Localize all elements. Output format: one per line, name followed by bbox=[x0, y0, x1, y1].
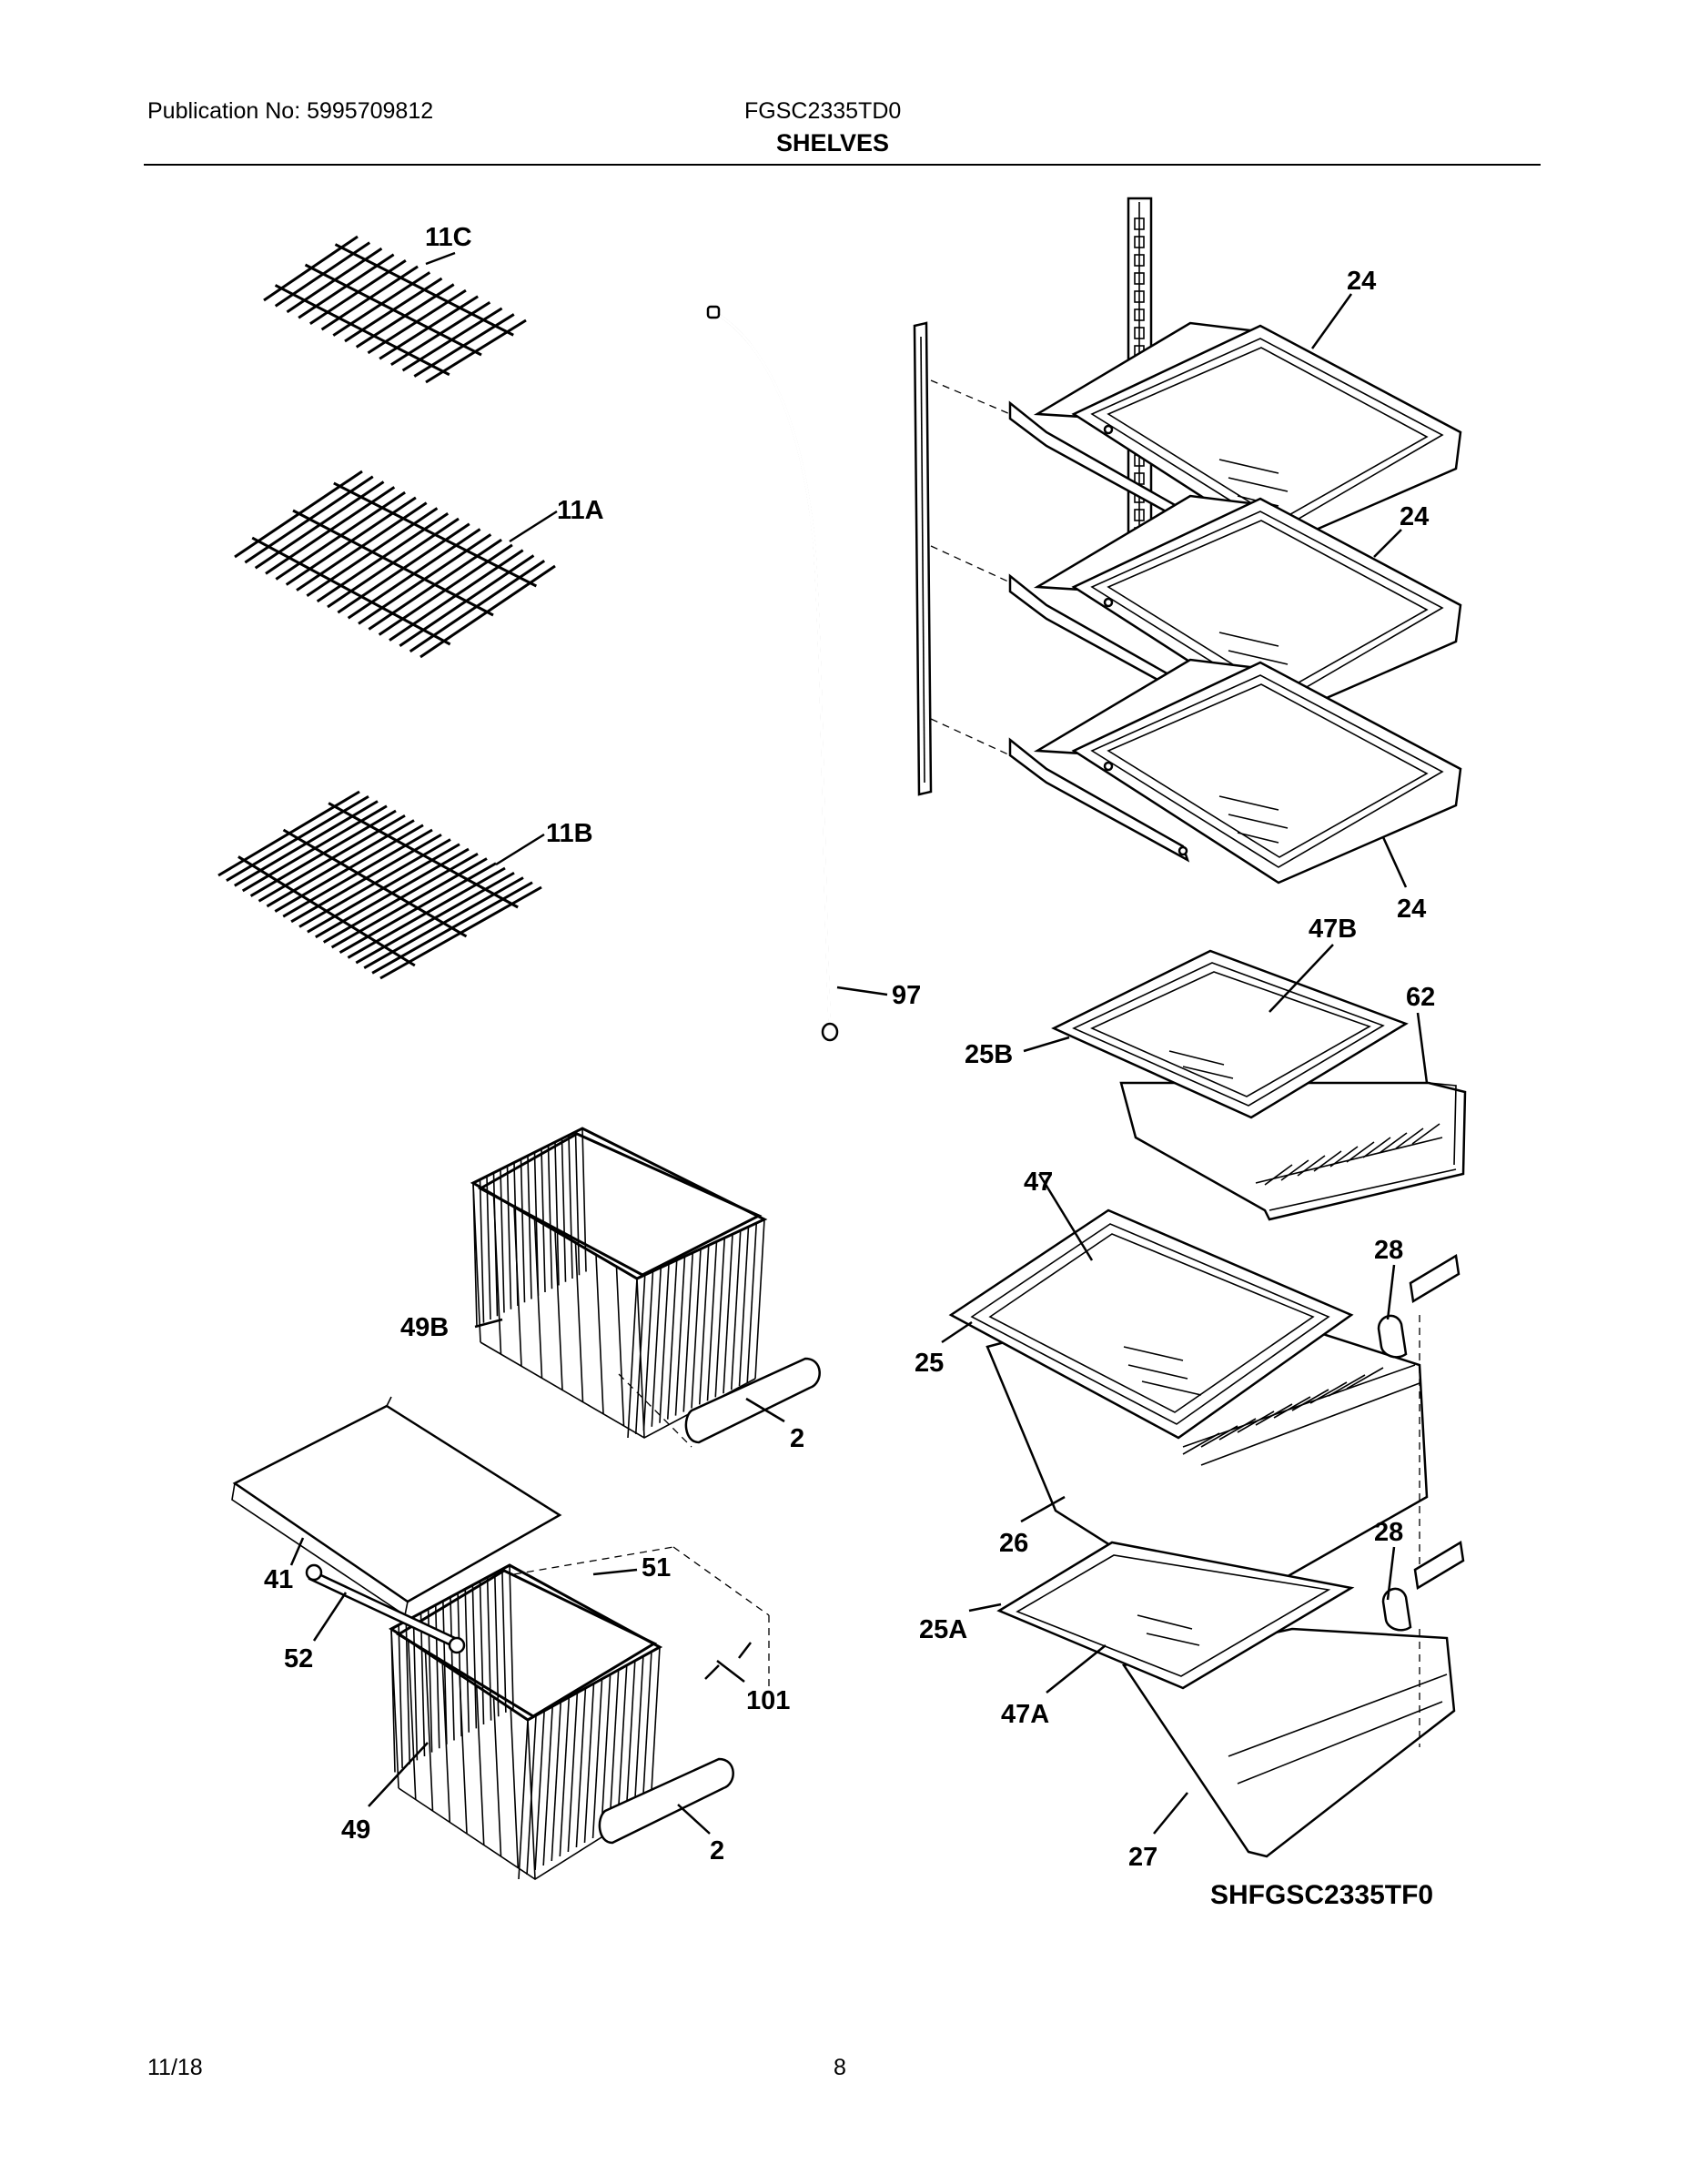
callout-41: 41 bbox=[264, 1565, 293, 1594]
callout-28-lower: 28 bbox=[1374, 1518, 1403, 1547]
crisper-drawer-27 bbox=[1121, 1627, 1456, 1858]
callout-25b: 25B bbox=[965, 1040, 1013, 1069]
crisper-cover-47 bbox=[948, 1208, 1354, 1440]
header-rule bbox=[144, 164, 1541, 166]
crisper-drawer-upper bbox=[1119, 1081, 1467, 1221]
crisper-cover-47b bbox=[1051, 949, 1409, 1119]
footer-page-number: 8 bbox=[834, 2055, 846, 2080]
crisper-cover-47a bbox=[996, 1541, 1355, 1690]
callout-101: 101 bbox=[746, 1686, 790, 1715]
section-title: SHELVES bbox=[776, 129, 890, 157]
callout-47b: 47B bbox=[1309, 915, 1357, 944]
callout-2-lower: 2 bbox=[710, 1836, 724, 1866]
callout-47a: 47A bbox=[1001, 1700, 1049, 1729]
wire-shelf-11a bbox=[234, 470, 556, 659]
leader-lines bbox=[289, 251, 1429, 1835]
glass-shelf-24-bottom bbox=[1008, 658, 1462, 885]
wire-shelf-11c bbox=[263, 235, 527, 384]
glass-shelf-24-top bbox=[1008, 321, 1462, 548]
callout-26: 26 bbox=[999, 1529, 1028, 1558]
glass-shelf-24-middle bbox=[1008, 494, 1462, 721]
freezer-basket-49b bbox=[470, 1127, 768, 1439]
callout-11c: 11C bbox=[425, 223, 472, 252]
callout-25a: 25A bbox=[919, 1615, 967, 1644]
callout-49: 49 bbox=[341, 1815, 370, 1845]
callout-27: 27 bbox=[1128, 1843, 1157, 1872]
drawer-bracket-28-lower bbox=[1381, 1540, 1465, 1747]
callout-51: 51 bbox=[642, 1553, 671, 1582]
callout-28-upper: 28 bbox=[1374, 1236, 1403, 1265]
freezer-shelf-41 bbox=[231, 1396, 562, 1617]
basket-trim-2-lower bbox=[598, 1757, 734, 1845]
water-tube-97 bbox=[706, 305, 839, 1042]
callout-24-top: 24 bbox=[1347, 267, 1376, 296]
callout-25: 25 bbox=[915, 1349, 944, 1378]
drawer-bracket-28-upper bbox=[1377, 1253, 1461, 1583]
footer-date: 11/18 bbox=[147, 2055, 203, 2080]
basket-trim-2-upper bbox=[618, 1357, 821, 1448]
screws-101 bbox=[513, 1546, 770, 1693]
callout-52: 52 bbox=[284, 1644, 313, 1673]
callout-49b: 49B bbox=[400, 1313, 449, 1342]
publication-number: Publication No: 5995709812 bbox=[147, 98, 434, 124]
wire-shelf-11b bbox=[217, 790, 542, 980]
callout-11b: 11B bbox=[546, 819, 593, 848]
callout-11a: 11A bbox=[557, 496, 604, 525]
callout-24-bottom: 24 bbox=[1397, 895, 1426, 924]
model-number: FGSC2335TD0 bbox=[744, 98, 902, 124]
callout-97: 97 bbox=[892, 981, 921, 1010]
basket-slide-52 bbox=[305, 1563, 466, 1654]
callout-47: 47 bbox=[1024, 1168, 1053, 1197]
callout-24-middle: 24 bbox=[1400, 502, 1429, 531]
callout-62: 62 bbox=[1406, 983, 1435, 1012]
diagram-reference-code: SHFGSC2335TF0 bbox=[1210, 1880, 1433, 1910]
callout-2-upper: 2 bbox=[790, 1424, 804, 1453]
